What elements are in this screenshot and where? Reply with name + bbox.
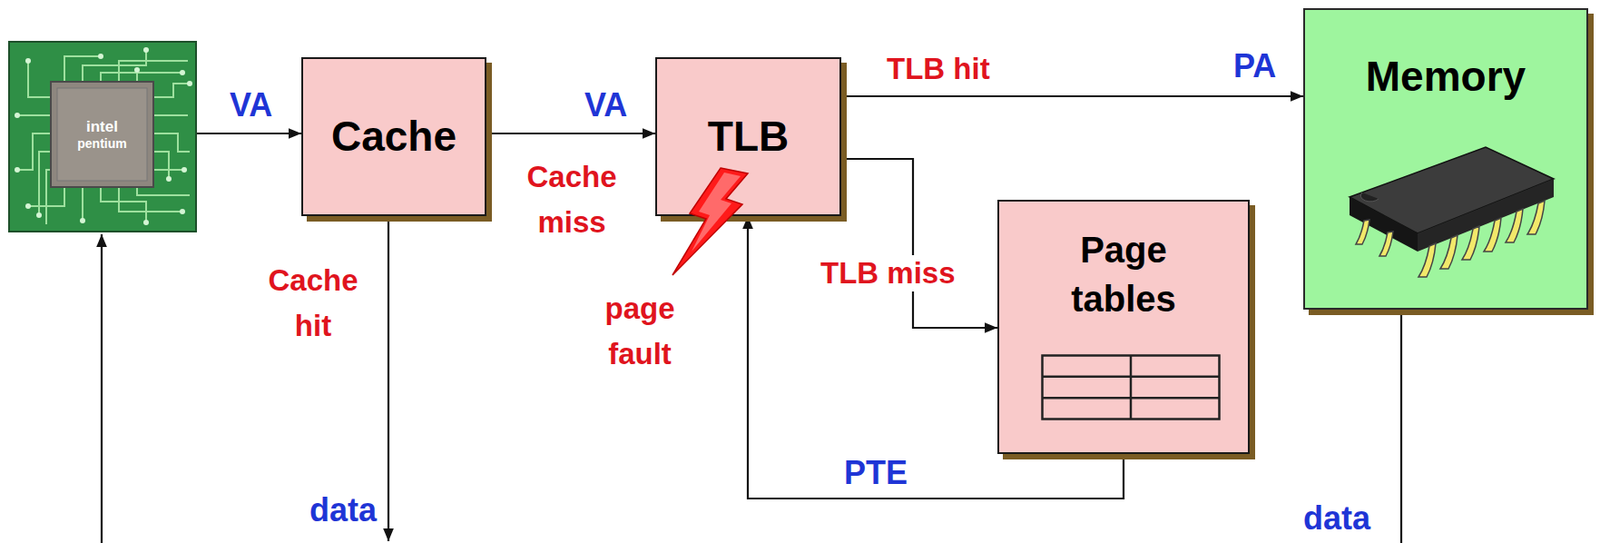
page-fault-bolt [655,57,774,294]
tlb-box: TLB [655,57,842,216]
annotation-box: Cache miss [517,154,627,246]
annotation: data [309,490,377,530]
cache-box: Cache [301,57,487,216]
cpu-chip: intelpentium [8,40,197,233]
edge-label: VA [584,85,628,125]
memory-chip [1331,142,1559,288]
edge-label-box: TLB miss [816,255,960,292]
page-tables-box: Page tables [997,199,1250,454]
connector-arrow [841,95,1304,98]
connector-arrow [486,132,656,135]
connector-arrow [841,158,998,328]
annotation: Cache miss [517,154,627,246]
node-title: Cache [331,111,457,162]
annotation-box: Cache hit [258,257,368,349]
annotation: PA [1233,46,1277,86]
edge-label-box: VA [584,85,628,125]
edge-label: TLB hit [886,50,991,88]
annotation-box: PA [1233,46,1277,86]
data-return-wire [100,234,103,543]
node-title: Page tables [1046,225,1201,324]
annotation-box: data [1303,498,1371,538]
memory-box: Memory [1303,8,1589,310]
annotation-box: page fault [585,285,695,377]
node-title: TLB [707,111,789,162]
edge-label: VA [229,85,273,125]
annotation: page fault [585,285,695,377]
cache-hit-wire [387,217,390,541]
edge-label-box: VA [229,85,273,125]
edge-label-box: TLB hit [886,50,991,88]
node-text: pentium [77,136,127,151]
annotation-box: data [309,490,377,530]
edge-label-box: PTE [844,452,908,492]
edge-label: TLB miss [816,255,960,292]
annotation: Cache hit [258,257,368,349]
annotation: data [1303,498,1371,538]
node-title: Memory [1365,51,1526,102]
node-title: intel [86,117,118,137]
table-symbol [1040,353,1221,421]
memory-data-wire [1400,310,1403,543]
connector-arrow [196,132,302,135]
edge-label: PTE [844,452,908,492]
